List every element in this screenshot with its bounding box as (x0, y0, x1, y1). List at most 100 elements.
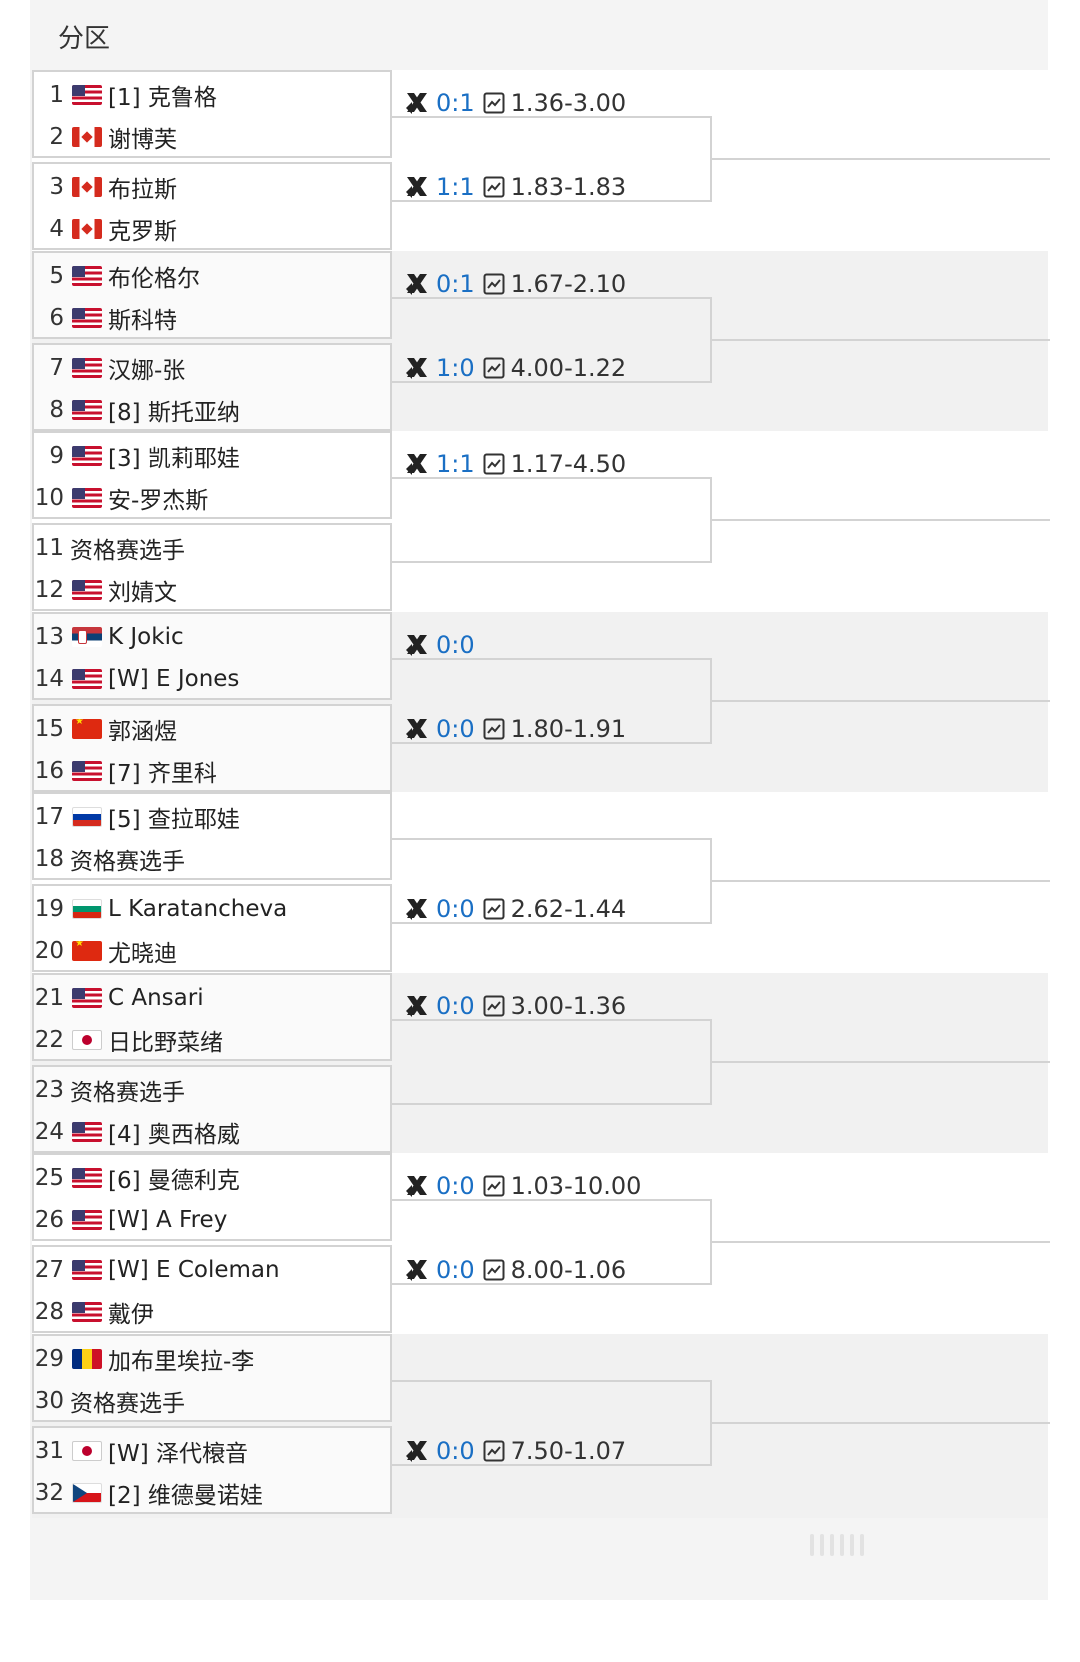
player-name[interactable]: [1] 克鲁格 (108, 85, 217, 111)
player-name[interactable]: [6] 曼德利克 (108, 1168, 240, 1194)
match-link-icon[interactable] (404, 632, 430, 658)
match-link-icon[interactable] (404, 1173, 430, 1199)
match-link-icon[interactable] (404, 896, 430, 922)
odds-chart-icon[interactable] (483, 1175, 505, 1197)
head-to-head-score[interactable]: 0:0 (436, 1437, 475, 1465)
player-name[interactable]: 斯科特 (108, 308, 177, 334)
odds-chart-icon[interactable] (483, 176, 505, 198)
head-to-head-score[interactable]: 0:0 (436, 631, 475, 659)
player-row[interactable]: 32[2] 维德曼诺娃 (34, 1472, 390, 1514)
match-info[interactable]: 0:1 1.67-2.10 (404, 267, 626, 301)
player-row[interactable]: 8[8] 斯托亚纳 (34, 389, 390, 431)
head-to-head-score[interactable]: 0:1 (436, 89, 475, 117)
player-name[interactable]: [5] 查拉耶娃 (108, 807, 240, 833)
odds-chart-icon[interactable] (483, 453, 505, 475)
player-row[interactable]: 17[5] 查拉耶娃 (34, 796, 390, 838)
match-info[interactable]: 0:0 (404, 628, 483, 662)
player-name[interactable]: 资格赛选手 (70, 1080, 185, 1106)
match-link-icon[interactable] (404, 716, 430, 742)
odds-chart-icon[interactable] (483, 1440, 505, 1462)
head-to-head-score[interactable]: 0:0 (436, 895, 475, 923)
head-to-head-score[interactable]: 0:0 (436, 715, 475, 743)
player-row[interactable]: 9[3] 凯莉耶娃 (34, 435, 390, 477)
player-name[interactable]: 日比野菜绪 (108, 1030, 223, 1056)
player-name[interactable]: 郭涵煜 (108, 719, 177, 745)
odds-chart-icon[interactable] (483, 273, 505, 295)
odds-chart-icon[interactable] (483, 898, 505, 920)
match-info[interactable]: 1:1 1.83-1.83 (404, 170, 626, 204)
player-name[interactable]: [7] 齐里科 (108, 761, 217, 787)
player-name[interactable]: [W] A Frey (108, 1207, 228, 1233)
head-to-head-score[interactable]: 1:0 (436, 354, 475, 382)
player-name[interactable]: 谢博芙 (108, 127, 177, 153)
player-name[interactable]: 资格赛选手 (70, 1391, 185, 1417)
match-info[interactable]: 0:1 1.36-3.00 (404, 86, 626, 120)
player-name[interactable]: 资格赛选手 (70, 538, 185, 564)
match-info[interactable]: 0:0 8.00-1.06 (404, 1253, 626, 1287)
player-name[interactable]: [3] 凯莉耶娃 (108, 446, 240, 472)
odds-chart-icon[interactable] (483, 92, 505, 114)
player-name[interactable]: 汉娜-张 (108, 358, 186, 384)
match-info[interactable]: 0:0 1.03-10.00 (404, 1169, 641, 1203)
match-link-icon[interactable] (404, 174, 430, 200)
odds-chart-icon[interactable] (483, 718, 505, 740)
match-link-icon[interactable] (404, 993, 430, 1019)
player-row[interactable]: 31[W] 泽代榱音 (34, 1430, 390, 1472)
match-link-icon[interactable] (404, 355, 430, 381)
player-name[interactable]: [2] 维德曼诺娃 (108, 1483, 263, 1509)
player-name[interactable]: 尤晓迪 (108, 941, 177, 967)
odds-chart-icon[interactable] (483, 357, 505, 379)
match-link-icon[interactable] (404, 1257, 430, 1283)
match-info[interactable]: 1:1 1.17-4.50 (404, 447, 626, 481)
match-link-icon[interactable] (404, 90, 430, 116)
player-row[interactable]: 27[W] E Coleman (34, 1249, 390, 1291)
player-name[interactable]: C Ansari (108, 985, 204, 1011)
player-name[interactable]: [4] 奥西格威 (108, 1122, 240, 1148)
player-name[interactable]: 克罗斯 (108, 219, 177, 245)
match-info[interactable]: 0:0 2.62-1.44 (404, 892, 626, 926)
odds-chart-icon[interactable] (483, 1259, 505, 1281)
match-info[interactable]: 0:0 3.00-1.36 (404, 989, 626, 1023)
head-to-head-score[interactable]: 1:1 (436, 173, 475, 201)
head-to-head-score[interactable]: 0:0 (436, 992, 475, 1020)
match-info[interactable]: 1:0 4.00-1.22 (404, 351, 626, 385)
player-row[interactable]: 24[4] 奥西格威 (34, 1111, 390, 1153)
player-name[interactable]: [8] 斯托亚纳 (108, 400, 240, 426)
player-name[interactable]: 安-罗杰斯 (108, 488, 209, 514)
player-name[interactable]: 布拉斯 (108, 177, 177, 203)
player-name[interactable]: 资格赛选手 (70, 849, 185, 875)
player-name[interactable]: [W] 泽代榱音 (108, 1441, 248, 1467)
player-name[interactable]: [W] E Coleman (108, 1257, 280, 1283)
match-info[interactable]: 0:0 1.80-1.91 (404, 712, 626, 746)
player-row[interactable]: 20尤晓迪 (34, 930, 390, 972)
player-name[interactable]: 戴伊 (108, 1302, 154, 1328)
odds-chart-icon[interactable] (483, 995, 505, 1017)
player-row[interactable]: 16[7] 齐里科 (34, 750, 390, 792)
head-to-head-score[interactable]: 0:0 (436, 1256, 475, 1284)
match-info[interactable]: 0:0 7.50-1.07 (404, 1434, 626, 1468)
match-link-icon[interactable] (404, 1438, 430, 1464)
player-name[interactable]: 刘婧文 (108, 580, 177, 606)
player-row[interactable]: 26[W] A Frey (34, 1199, 390, 1241)
player-name[interactable]: L Karatancheva (108, 896, 288, 922)
match-link-icon[interactable] (404, 451, 430, 477)
player-name[interactable]: 布伦格尔 (108, 266, 200, 292)
head-to-head-score[interactable]: 1:1 (436, 450, 475, 478)
player-row[interactable]: 25[6] 曼德利克 (34, 1157, 390, 1199)
